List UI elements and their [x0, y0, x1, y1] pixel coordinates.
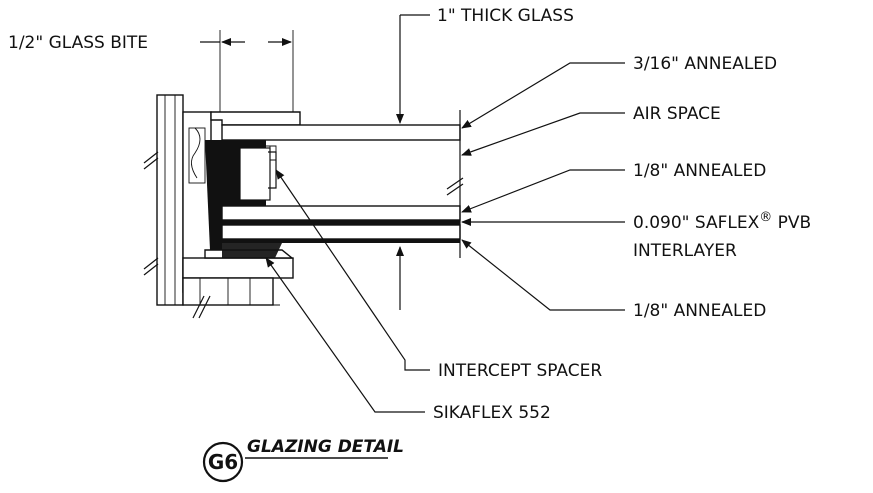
callout-leaders [265, 62, 625, 413]
interlayer-label-line2: INTERLAYER [633, 241, 737, 261]
glass-thickness-label: 1" THICK GLASS [437, 6, 574, 26]
detail-badge-text: G6 [208, 450, 238, 474]
detail-title-text: GLAZING DETAIL [247, 437, 404, 457]
detail-badge-circle [202, 441, 244, 483]
spacer-label: INTERCEPT SPACER [438, 361, 602, 381]
glass-bite-dimension [200, 30, 294, 112]
inner-lite-2-label: 1/8" ANNEALED [633, 301, 766, 321]
inner-lite-1-label: 1/8" ANNEALED [633, 161, 766, 181]
glass-bite-label: 1/2" GLASS BITE [8, 33, 148, 53]
air-space-label: AIR SPACE [633, 104, 721, 124]
sealant-label: SIKAFLEX 552 [433, 403, 551, 423]
detail-title: G6 GLAZING DETAIL [202, 437, 404, 483]
callout-labels: 1" THICK GLASS 1/2" GLASS BITE 3/16" ANN… [8, 6, 811, 423]
sikaflex-sealant [205, 140, 282, 258]
intercept-spacer [222, 140, 277, 206]
interlayer-label-line1: 0.090" SAFLEX® PVB [633, 210, 811, 233]
glass-thickness-dimension [396, 14, 430, 310]
outer-lite-label: 3/16" ANNEALED [633, 54, 777, 74]
